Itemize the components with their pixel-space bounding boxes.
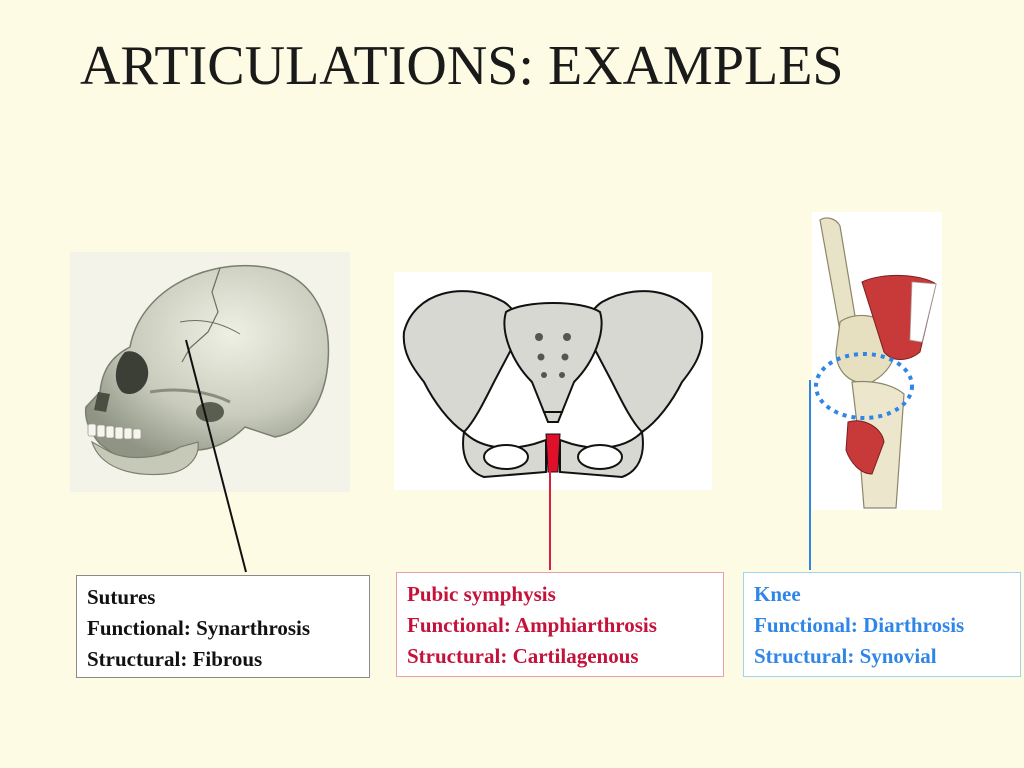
- knee-label-box: Knee Functional: Diarthrosis Structural:…: [743, 572, 1021, 677]
- pelvis-image: [394, 272, 712, 490]
- pubic-symphysis-functional: Functional: Amphiarthrosis: [407, 613, 657, 637]
- knee-image: [812, 212, 942, 510]
- skull-image: [70, 252, 350, 492]
- pubic-symphysis-structural: Structural: Cartilagenous: [407, 644, 639, 668]
- slide-title: ARTICULATIONS: EXAMPLES: [80, 35, 844, 97]
- pubic-symphysis-name: Pubic symphysis: [407, 582, 556, 606]
- pubic-symphysis-label-box: Pubic symphysis Functional: Amphiarthros…: [396, 572, 724, 677]
- skull-connector-line: [185, 339, 247, 573]
- sutures-structural: Structural: Fibrous: [87, 647, 263, 671]
- knee-functional: Functional: Diarthrosis: [754, 613, 965, 637]
- sutures-label-box: Sutures Functional: Synarthrosis Structu…: [76, 575, 370, 678]
- knee-name: Knee: [754, 582, 801, 606]
- sutures-functional: Functional: Synarthrosis: [87, 616, 311, 640]
- knee-structural: Structural: Synovial: [754, 644, 937, 668]
- sutures-name: Sutures: [87, 585, 156, 609]
